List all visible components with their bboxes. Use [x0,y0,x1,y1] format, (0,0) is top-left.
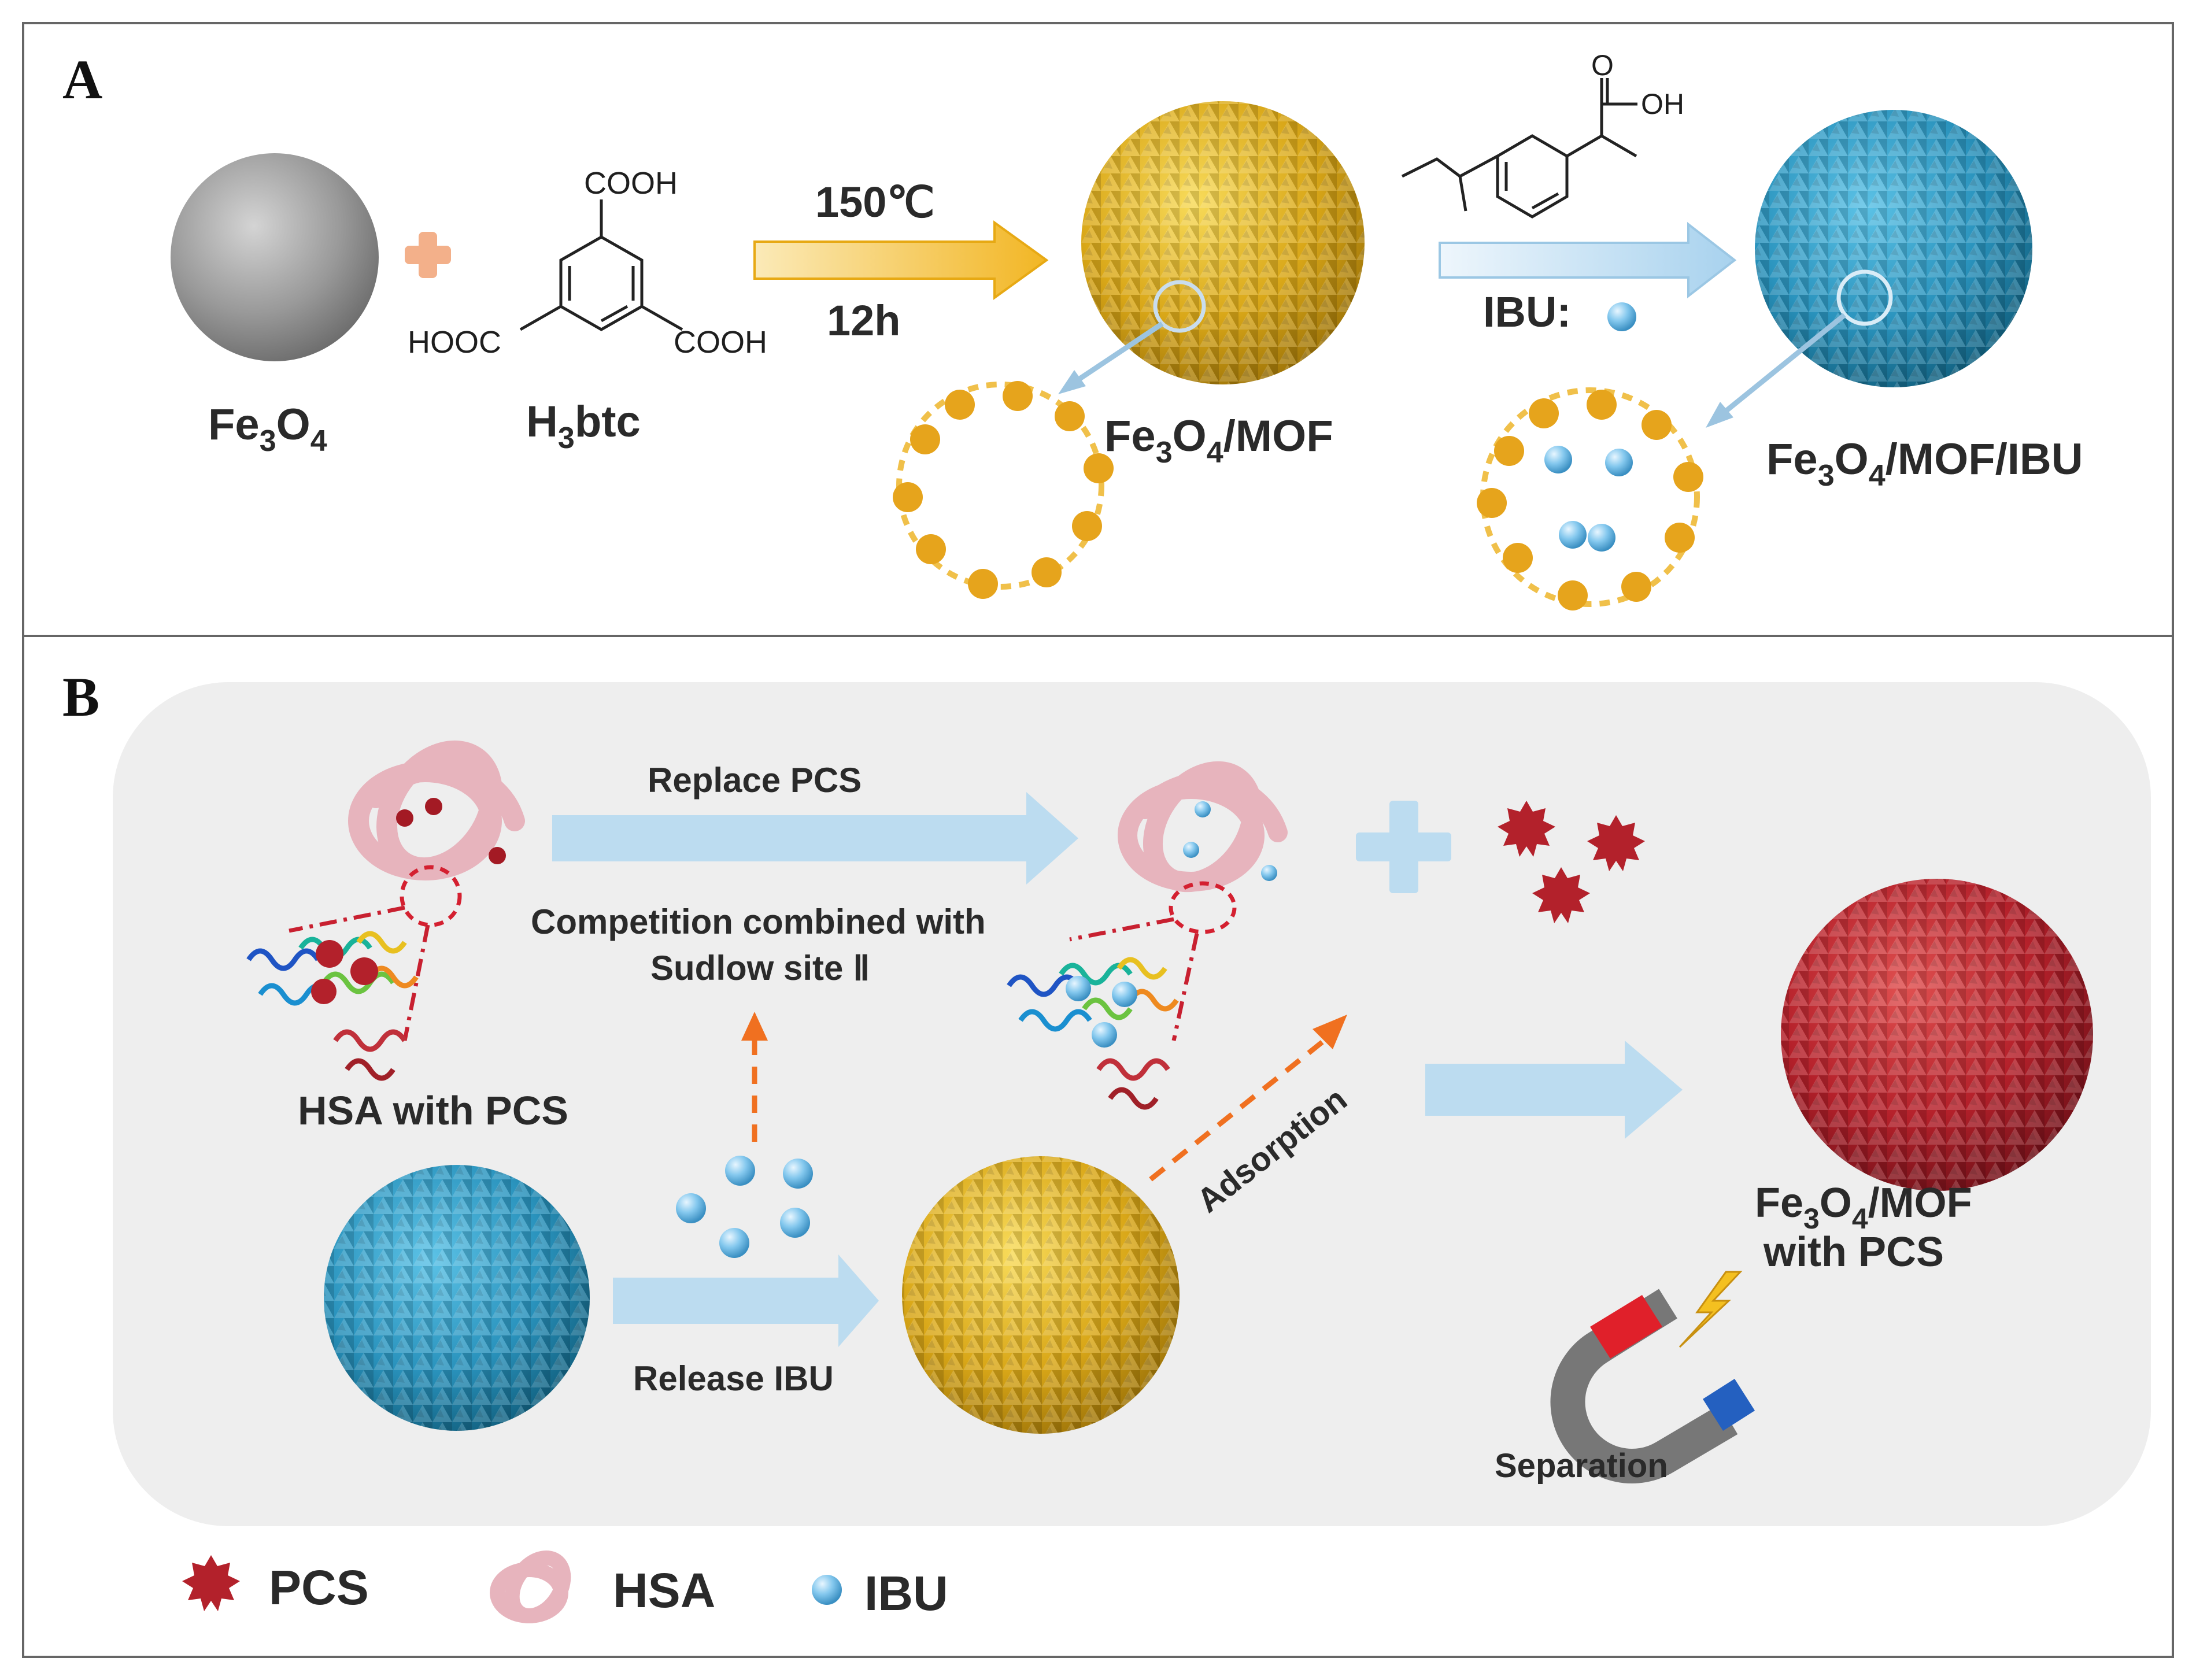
release-ibu-label: Release IBU [633,1359,834,1398]
ibuprofen-molecule [1401,78,1637,219]
synthesis-arrow [753,220,1049,300]
released-ibu-dots [676,1156,813,1258]
fe3o4-mof-particle [1058,101,1365,394]
hsa-with-ibu-complex [1007,761,1288,1110]
panel-a-letter: A [62,49,102,110]
replace-pcs-label: Replace PCS [648,761,862,800]
release-arrow [613,1255,879,1347]
adsorption-dashed-arrow [1149,1015,1347,1182]
product-label-line1: Fe3O4/MOF [1755,1180,1972,1235]
legend-hsa-label: HSA [613,1563,715,1618]
ibu-key-label: IBU: [1483,288,1571,336]
hsa-with-pcs-complex [246,740,525,1081]
mof-ibu-particle-b [324,1165,590,1431]
plus-icon [405,232,451,278]
lightning-icon [1679,1271,1743,1348]
fe3o4-mof-ibu-label: Fe3O4/MOF/IBU [1766,435,2083,493]
legend-pcs-label: PCS [269,1560,369,1615]
mof-pcs-particle [1781,879,2093,1191]
competition-label-line2: Sudlow site Ⅱ [650,949,870,987]
mof-pore-structure [893,381,1114,599]
h3btc-hooc-left: HOOC [408,325,501,360]
ibu-key-dot [1607,302,1636,331]
time-label: 12h [827,297,901,345]
panel-b-letter: B [62,666,99,728]
h3btc-molecule [519,199,683,331]
mof-pore-with-ibu [1477,387,1703,610]
fe3o4-particle [171,153,379,361]
h3btc-label: H3btc [526,397,641,455]
mof-empty-particle-b [902,1156,1180,1434]
loading-arrow [1439,221,1737,299]
legend-ibu-icon [812,1575,842,1605]
h3btc-cooh-top: COOH [584,166,678,201]
ibu-carbonyl-o: O [1591,49,1614,82]
fe3o4-mof-label: Fe3O4/MOF [1104,412,1333,469]
separation-label: Separation [1495,1447,1668,1485]
legend: PCS HSA IBU [182,1550,948,1624]
fe3o4-label: Fe3O4 [208,400,327,458]
ibu-hydroxyl: OH [1641,88,1684,120]
product-arrow [1425,1041,1683,1139]
product-label-line2: with PCS [1763,1229,1944,1275]
hsa-with-pcs-label: HSA with PCS [298,1088,568,1133]
plus-blue-icon [1356,801,1451,893]
replace-arrow [552,792,1078,885]
fe3o4-mof-ibu-particle [1706,110,2032,428]
legend-hsa-icon [490,1550,571,1624]
h3btc-cooh-right: COOH [674,325,767,360]
panel-b-frame [22,635,2174,1658]
competition-label-line1: Competition combined with [531,902,986,941]
competition-dashed-arrow [741,1012,768,1142]
temperature-label: 150℃ [815,178,935,226]
magnet-icon [1550,1289,1755,1484]
legend-pcs-icon [182,1555,240,1611]
released-pcs-cluster [1498,801,1645,923]
legend-ibu-label: IBU [864,1566,948,1620]
